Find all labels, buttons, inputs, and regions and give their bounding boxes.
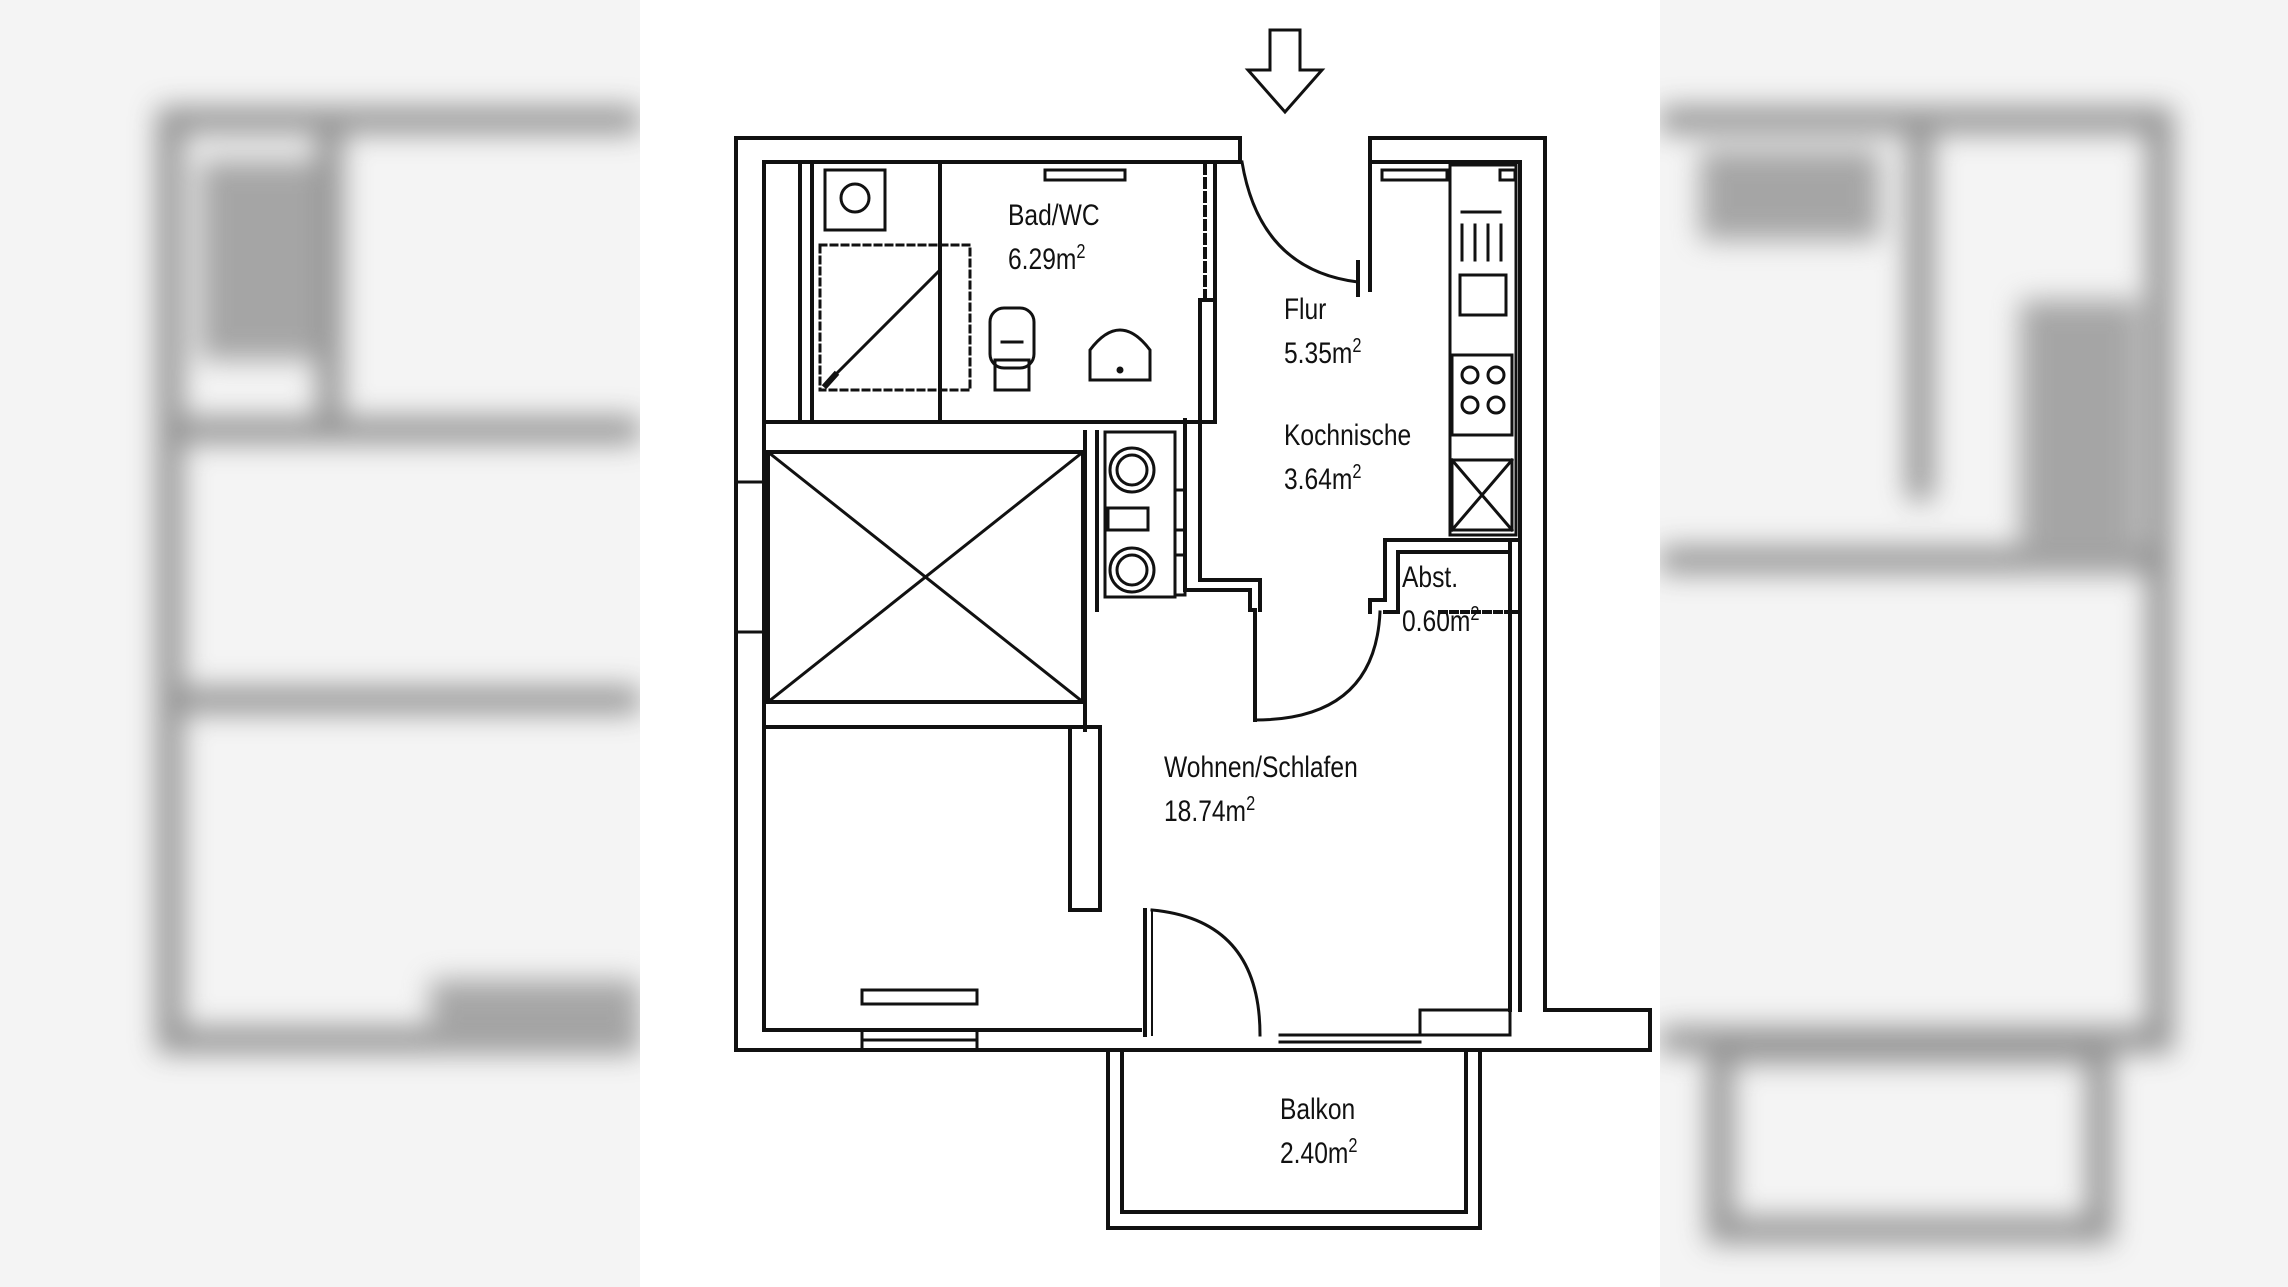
wardrobe bbox=[734, 449, 1086, 705]
room-label-balkon: Balkon 2.40m2 bbox=[1280, 1092, 1358, 1172]
room-name: Kochnische bbox=[1284, 419, 1412, 452]
room-label-wohnen-schlafen: Wohnen/Schlafen 18.74m2 bbox=[1164, 750, 1358, 830]
window bbox=[860, 988, 979, 1052]
left-blurred-plan-graphic bbox=[157, 107, 640, 1053]
radiator bbox=[1043, 168, 1127, 182]
room-area: 6.29m2 bbox=[1008, 241, 1086, 276]
room-name: Flur bbox=[1284, 293, 1327, 326]
floor-plan-drawing bbox=[734, 28, 1652, 1230]
room-label-flur: Flur 5.35m2 bbox=[1284, 292, 1362, 372]
arrow-down-icon bbox=[1244, 28, 1326, 115]
room-area: 2.40m2 bbox=[1280, 1135, 1358, 1170]
room-name: Balkon bbox=[1280, 1093, 1356, 1126]
bath-walls bbox=[762, 163, 1217, 424]
entry-door bbox=[1240, 160, 1372, 297]
kitchen-counter bbox=[1448, 163, 1518, 537]
room-name: Bad/WC bbox=[1008, 199, 1100, 232]
outer-walls bbox=[734, 136, 1652, 1052]
room-name: Wohnen/Schlafen bbox=[1164, 751, 1358, 784]
storage-walls bbox=[1368, 538, 1522, 614]
radiator bbox=[1380, 168, 1449, 182]
left-blurred-background bbox=[0, 0, 640, 1287]
floor-plan: Bad/WC 6.29m2 Flur 5.35m2 Kochnische 3.6… bbox=[640, 0, 1660, 1287]
room-name: Abst. bbox=[1402, 561, 1459, 594]
room-label-kochnische: Kochnische 3.64m2 bbox=[1284, 418, 1411, 498]
bed-area bbox=[762, 725, 1102, 912]
room-label-abst: Abst. 0.60m2 bbox=[1402, 560, 1480, 640]
room-area: 3.64m2 bbox=[1284, 461, 1362, 496]
balcony bbox=[1106, 1048, 1482, 1230]
shower-icon bbox=[818, 243, 972, 392]
room-area: 18.74m2 bbox=[1164, 793, 1256, 828]
living-door bbox=[1253, 608, 1382, 722]
washing-machine-icon bbox=[823, 168, 887, 232]
room-area: 0.60m2 bbox=[1402, 603, 1480, 638]
room-area: 5.35m2 bbox=[1284, 335, 1362, 370]
balcony-door bbox=[1143, 908, 1512, 1044]
right-blurred-plan-graphic bbox=[1660, 107, 2173, 1243]
sink-icon bbox=[1088, 328, 1152, 382]
room-label-bad-wc: Bad/WC 6.29m2 bbox=[1008, 198, 1100, 278]
right-blurred-background bbox=[1660, 0, 2288, 1287]
radiator bbox=[1498, 168, 1517, 182]
washer-dryer-stack bbox=[1103, 430, 1187, 599]
toilet-icon bbox=[988, 306, 1036, 392]
